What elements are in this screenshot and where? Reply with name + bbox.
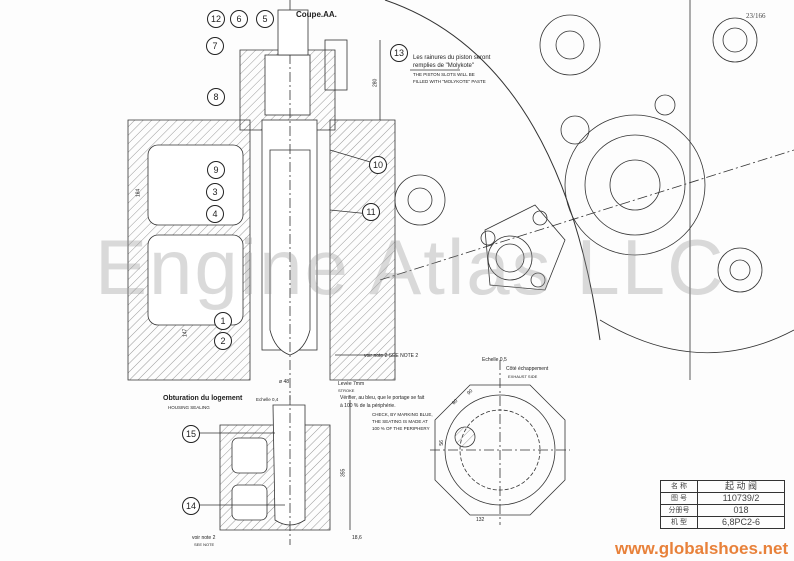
page-number: 23/166 [746, 12, 766, 20]
balloon-1: 1 [214, 312, 232, 330]
exhaust-side-fr: Côté échappement [506, 366, 549, 372]
balloon-9: 9 [207, 161, 225, 179]
dim-186: 18,6 [352, 535, 362, 541]
obturation-title: Obturation du logement [163, 395, 243, 402]
note-13-fr1: Les rainures du piston seront [413, 55, 491, 61]
see-note: SEE NOTE [194, 542, 215, 547]
balloon-13: 13 [390, 44, 408, 62]
verif-en1: CHECK, BY MARKING BLUE, [372, 412, 433, 417]
note-voir-2b: voir note 2 [192, 535, 216, 541]
balloon-6: 6 [230, 10, 248, 28]
balloon-10: 10 [369, 156, 387, 174]
note-voir-2: voir note 2 SEE NOTE 2 [364, 353, 419, 359]
levee: Levée 7mm [338, 381, 365, 387]
watermark: Engine Atlas LLC [95, 223, 726, 311]
exhaust-side-en: EXHAUST SIDE [508, 374, 538, 379]
dim-132: 132 [476, 517, 485, 523]
scale-note: Echelle 0,5 [482, 357, 507, 363]
dim-147: 147 [182, 328, 189, 338]
title-row-name: 名 称起 动 阀 [660, 480, 785, 493]
dim-d48: ø 48 [279, 379, 290, 385]
verif-en3: 100 % OF THE PERIPHERY [372, 426, 430, 431]
balloon-8: 8 [207, 88, 225, 106]
balloon-15: 15 [182, 425, 200, 443]
obturation-scale: Echelle 0,4 [256, 397, 279, 402]
octagon-flange [434, 384, 566, 516]
balloon-11: 11 [362, 203, 380, 221]
balloon-14: 14 [182, 497, 200, 515]
verif-fr2: à 100 % de la périphérie. [340, 403, 396, 409]
dim-184: 184 [135, 188, 142, 198]
note-13-en1: THE PISTON SLOTS WILL BE [413, 72, 475, 77]
balloon-7: 7 [206, 37, 224, 55]
note-13-en2: FILLED WITH "MOLYKOTE" PASTE [413, 79, 486, 84]
balloon-3: 3 [206, 183, 224, 201]
balloon-12: 12 [207, 10, 225, 28]
note-13-fr2: remplies de "Molykote" [413, 63, 474, 69]
verif-fr1: Vérifier, au bleu, que le portage se fai… [340, 395, 425, 401]
balloon-4: 4 [206, 205, 224, 223]
flange [484, 204, 566, 291]
watermark-url: www.globalshoes.net [615, 539, 789, 558]
balloon-2: 2 [214, 332, 232, 350]
levee-en: STROKE [338, 388, 355, 393]
verif-en2: THE SEATING IS MADE AT [372, 419, 428, 424]
dim-56: 56 [438, 440, 445, 446]
balloon-5: 5 [256, 10, 274, 28]
dim-355: 355 [340, 468, 347, 478]
dim-280: 280 [372, 78, 379, 88]
section-title: Coupe.AA. [296, 10, 337, 19]
obturation-en: HOUSING SEALING [168, 405, 210, 410]
